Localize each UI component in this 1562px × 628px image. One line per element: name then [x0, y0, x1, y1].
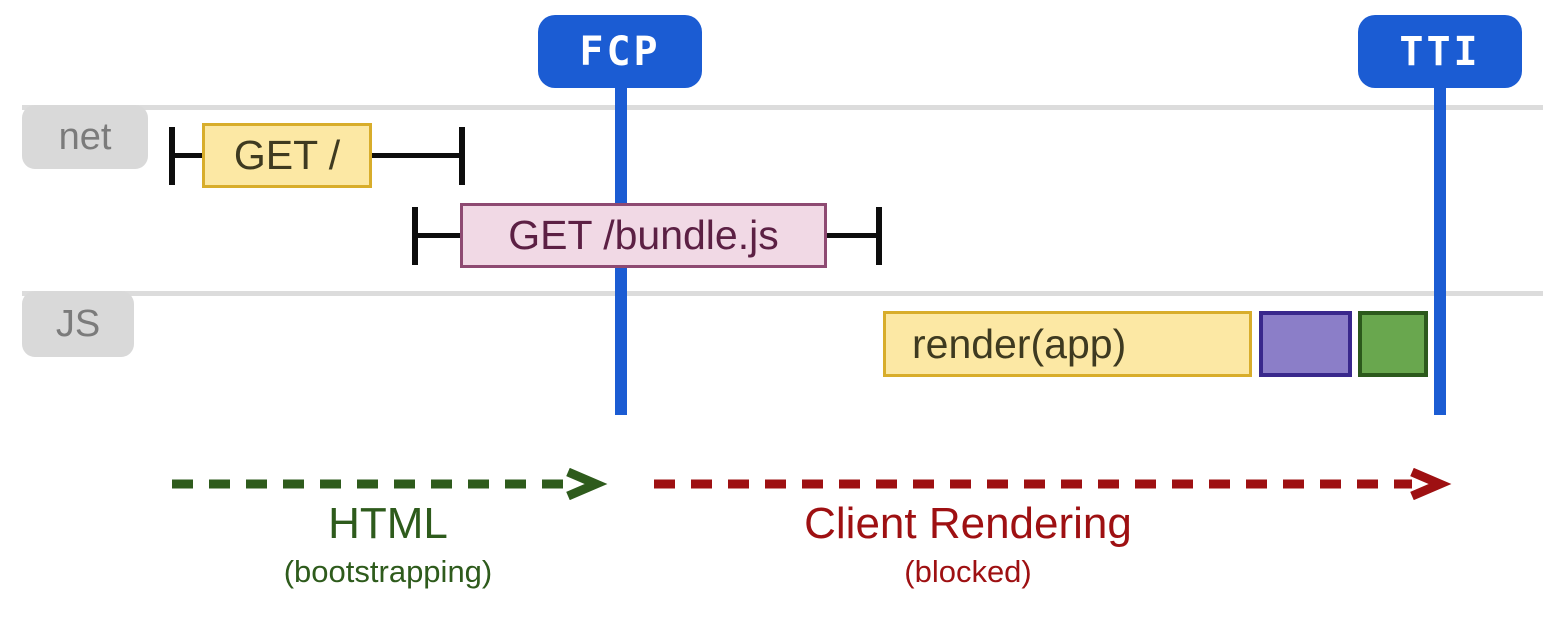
get-bundle-left-whisker [415, 233, 460, 238]
get-root-task-label: GET / [233, 132, 341, 178]
fcp-badge-label: FCP [579, 28, 661, 75]
purple-task-bar [1259, 311, 1352, 377]
client-rendering-phase-label: Client Rendering (blocked) [768, 500, 1168, 592]
net-lane-label: net [22, 105, 148, 169]
get-bundle-task-label: GET /bundle.js [508, 212, 779, 258]
get-bundle-end-tick [876, 207, 882, 265]
js-lane-line [22, 291, 1543, 296]
js-lane-label-text: JS [55, 302, 101, 345]
client-rendering-phase-title: Client Rendering [804, 499, 1132, 548]
html-phase-arrow-icon [172, 468, 608, 500]
get-bundle-right-whisker [827, 233, 876, 238]
html-phase-title: HTML [328, 499, 448, 548]
js-lane-label: JS [22, 291, 134, 357]
render-app-task-label: render(app) [912, 320, 1127, 367]
get-root-end-tick [459, 127, 465, 185]
tti-badge-label: TTI [1399, 28, 1481, 75]
get-root-left-whisker [172, 153, 202, 158]
client-rendering-phase-arrow-icon [654, 468, 1452, 500]
tti-badge: TTI [1358, 15, 1522, 88]
get-root-task-bar: GET / [202, 123, 372, 188]
html-phase-label: HTML (bootstrapping) [188, 500, 588, 592]
client-rendering-phase-subtitle: (blocked) [904, 554, 1032, 589]
green-task-bar [1358, 311, 1428, 377]
tti-marker-line [1434, 85, 1446, 415]
net-lane-label-text: net [58, 115, 112, 158]
net-lane-line [22, 105, 1543, 110]
render-app-task-bar: render(app) [883, 311, 1252, 377]
html-phase-subtitle: (bootstrapping) [283, 554, 493, 589]
get-root-right-whisker [372, 153, 459, 158]
get-bundle-task-bar: GET /bundle.js [460, 203, 827, 268]
fcp-badge: FCP [538, 15, 702, 88]
